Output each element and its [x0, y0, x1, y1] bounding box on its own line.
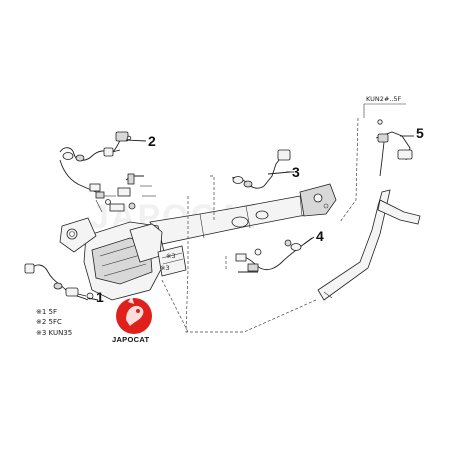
callout-3: 3 [292, 164, 300, 180]
oxygen-sensor-4 [235, 236, 315, 273]
callout-5: 5 [416, 125, 424, 141]
japocat-logo: JAPOCAT [112, 296, 152, 344]
oxygen-sensor-3 [231, 149, 294, 189]
callout-4: 4 [316, 228, 324, 244]
mark-note3-a: ※3 [166, 252, 176, 260]
note-2: ※2 5FC [36, 318, 62, 326]
exhaust-pipe-main [149, 183, 337, 245]
dashed-reference-lines [161, 117, 359, 333]
note-1: ※1 5F [36, 308, 57, 316]
callout-2: 2 [148, 133, 156, 149]
catalytic-converter [59, 217, 167, 301]
heat-shield-bracket [157, 245, 187, 277]
oxygen-sensor-1 [24, 263, 99, 301]
callout-1: 1 [96, 289, 104, 305]
oxygen-sensor-2 [59, 131, 147, 162]
sensor-2-connector-bundle [59, 159, 156, 213]
logo-text: JAPOCAT [112, 335, 149, 344]
tail-pipe [317, 189, 421, 301]
inset-region: KUN2#..5F [363, 95, 414, 177]
mark-note3-b: ※3 [160, 264, 170, 272]
note-3: ※3 KUN35 [36, 329, 72, 337]
inset-label: KUN2#..5F [366, 95, 402, 103]
